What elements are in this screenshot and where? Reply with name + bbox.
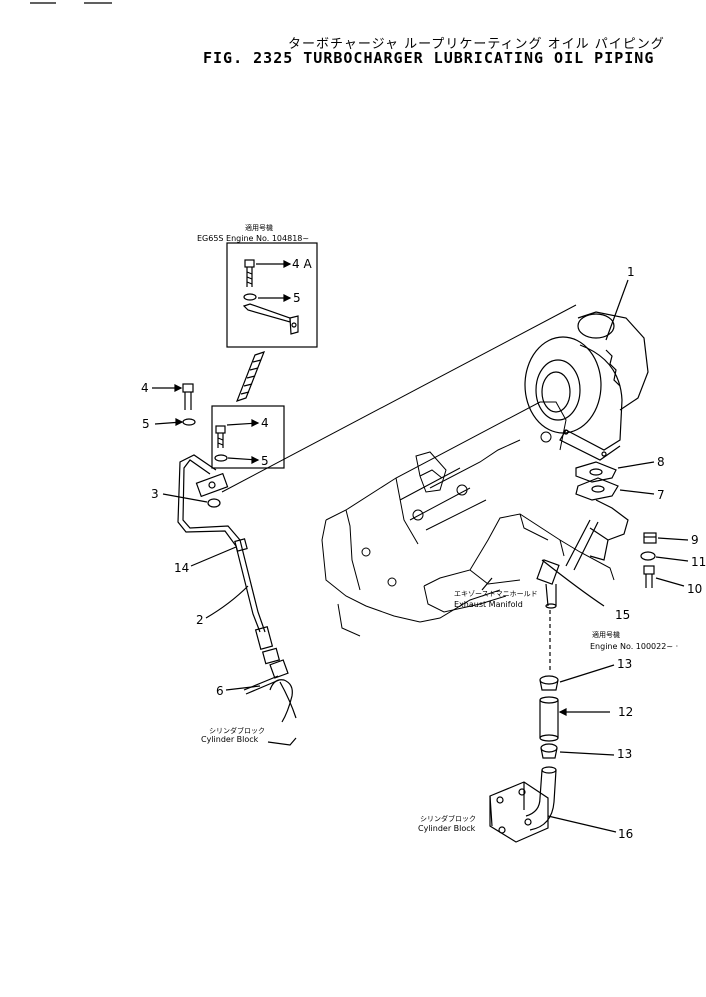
callout-5-inset: 5 [261,454,269,468]
callout-12: 12 [618,705,633,719]
clamp-13-bottom-icon [540,743,558,759]
callout-9: 9 [691,533,699,547]
arrow-5-top [283,294,292,302]
bracket-icon [242,303,299,335]
gasket-8-icon [575,461,617,483]
clamp-13-top-icon [539,675,559,691]
leader-6 [225,685,261,691]
title-english: FIG. 2325 TURBOCHARGER LUBRICATING OIL PI… [203,49,664,67]
cyl-bottom-jp: シリンダブロック [420,814,476,823]
washer-inset-icon [214,454,228,462]
leader-cyl-left [267,737,297,746]
leader-13-bottom [559,751,615,756]
cyl-left-jp: シリンダブロック [209,726,265,735]
callout-5: 5 [142,417,150,431]
callout-4-inset: 4 [261,416,269,430]
note-en-top: EG65S Engine No. 104818~ [197,234,309,243]
washer-11-icon [640,551,656,561]
leader-14 [190,546,237,567]
callout-4a: 4 A [292,257,312,271]
leader-10 [655,577,685,587]
inset-box-eg65s [226,242,318,348]
callout-14: 14 [174,561,189,575]
callout-13-bottom: 13 [617,747,632,761]
callout-7: 7 [657,488,665,502]
drain-pipe-15-icon [536,519,599,609]
leader-1 [605,279,629,341]
leader-3 [162,493,208,503]
bolt-4a-icon [244,259,255,287]
note-en-mid: Engine No. 100022~ · [590,642,678,651]
washer-icon [243,293,257,301]
arrow-4 [174,384,183,392]
callout-4: 4 [141,381,149,395]
leader-7 [619,489,655,495]
arrow-12 [558,708,567,716]
cyl-left-en: Cylinder Block [201,735,259,744]
leader-9 [657,537,689,541]
note-jp-mid: 適用号機 [592,630,620,639]
leader-2 [205,585,249,619]
figure-title: TURBOCHARGER LUBRICATING OIL PIPING [303,49,655,67]
callout-10: 10 [687,582,702,596]
bolt-10-icon [643,565,655,588]
leader-16 [547,815,617,833]
callout-11: 11 [691,555,706,569]
cyl-bottom-en: Cylinder Block [418,824,476,833]
drain-bracket-icon [589,499,629,561]
connector-6-icon [243,659,297,723]
inset-box-bolt [211,405,285,469]
hose-12-icon [539,696,559,742]
callout-13-top: 13 [617,657,632,671]
engine-block-icon [321,401,567,637]
arrow-4-inset [251,419,260,427]
callout-8: 8 [657,455,665,469]
nut-9-icon [643,532,657,544]
arrow-5-inset [251,456,260,464]
bolt-4-icon [182,383,194,410]
title-japanese: ターボチャージャ ループリケーティング オイル パイピング [288,37,665,52]
arrow-5 [175,418,184,426]
figure-number: FIG. 2325 [203,49,294,67]
turbocharger-icon [524,311,649,461]
bolt-4-inset-icon [215,425,226,448]
leader-exhaust [481,577,493,591]
callout-15: 15 [615,608,630,622]
washer-left-icon [182,418,196,426]
oil-tube-icon [177,454,281,665]
assembly-leader-line [221,304,577,493]
callout-16: 16 [618,827,633,841]
callout-6: 6 [216,684,224,698]
exhaust-manifold-icon [423,513,615,613]
callout-1: 1 [627,265,635,279]
leader-15 [541,559,605,607]
flange-7-icon [575,477,619,501]
elbow-16-icon [489,766,557,843]
callout-3: 3 [151,487,159,501]
note-jp-top: 適用号機 [245,223,273,232]
hatched-spacer-icon [235,351,266,402]
leader-13-top [559,664,615,683]
callout-5-top: 5 [293,291,301,305]
callout-2: 2 [196,613,204,627]
leader-8 [617,461,655,469]
arrow-4a [283,260,292,268]
leader-11 [655,556,689,562]
exhaust-en: Exhaust Manifold [454,600,523,609]
exhaust-jp: エキゾーストマニホールド [454,590,538,598]
gasket-icon [207,498,221,508]
